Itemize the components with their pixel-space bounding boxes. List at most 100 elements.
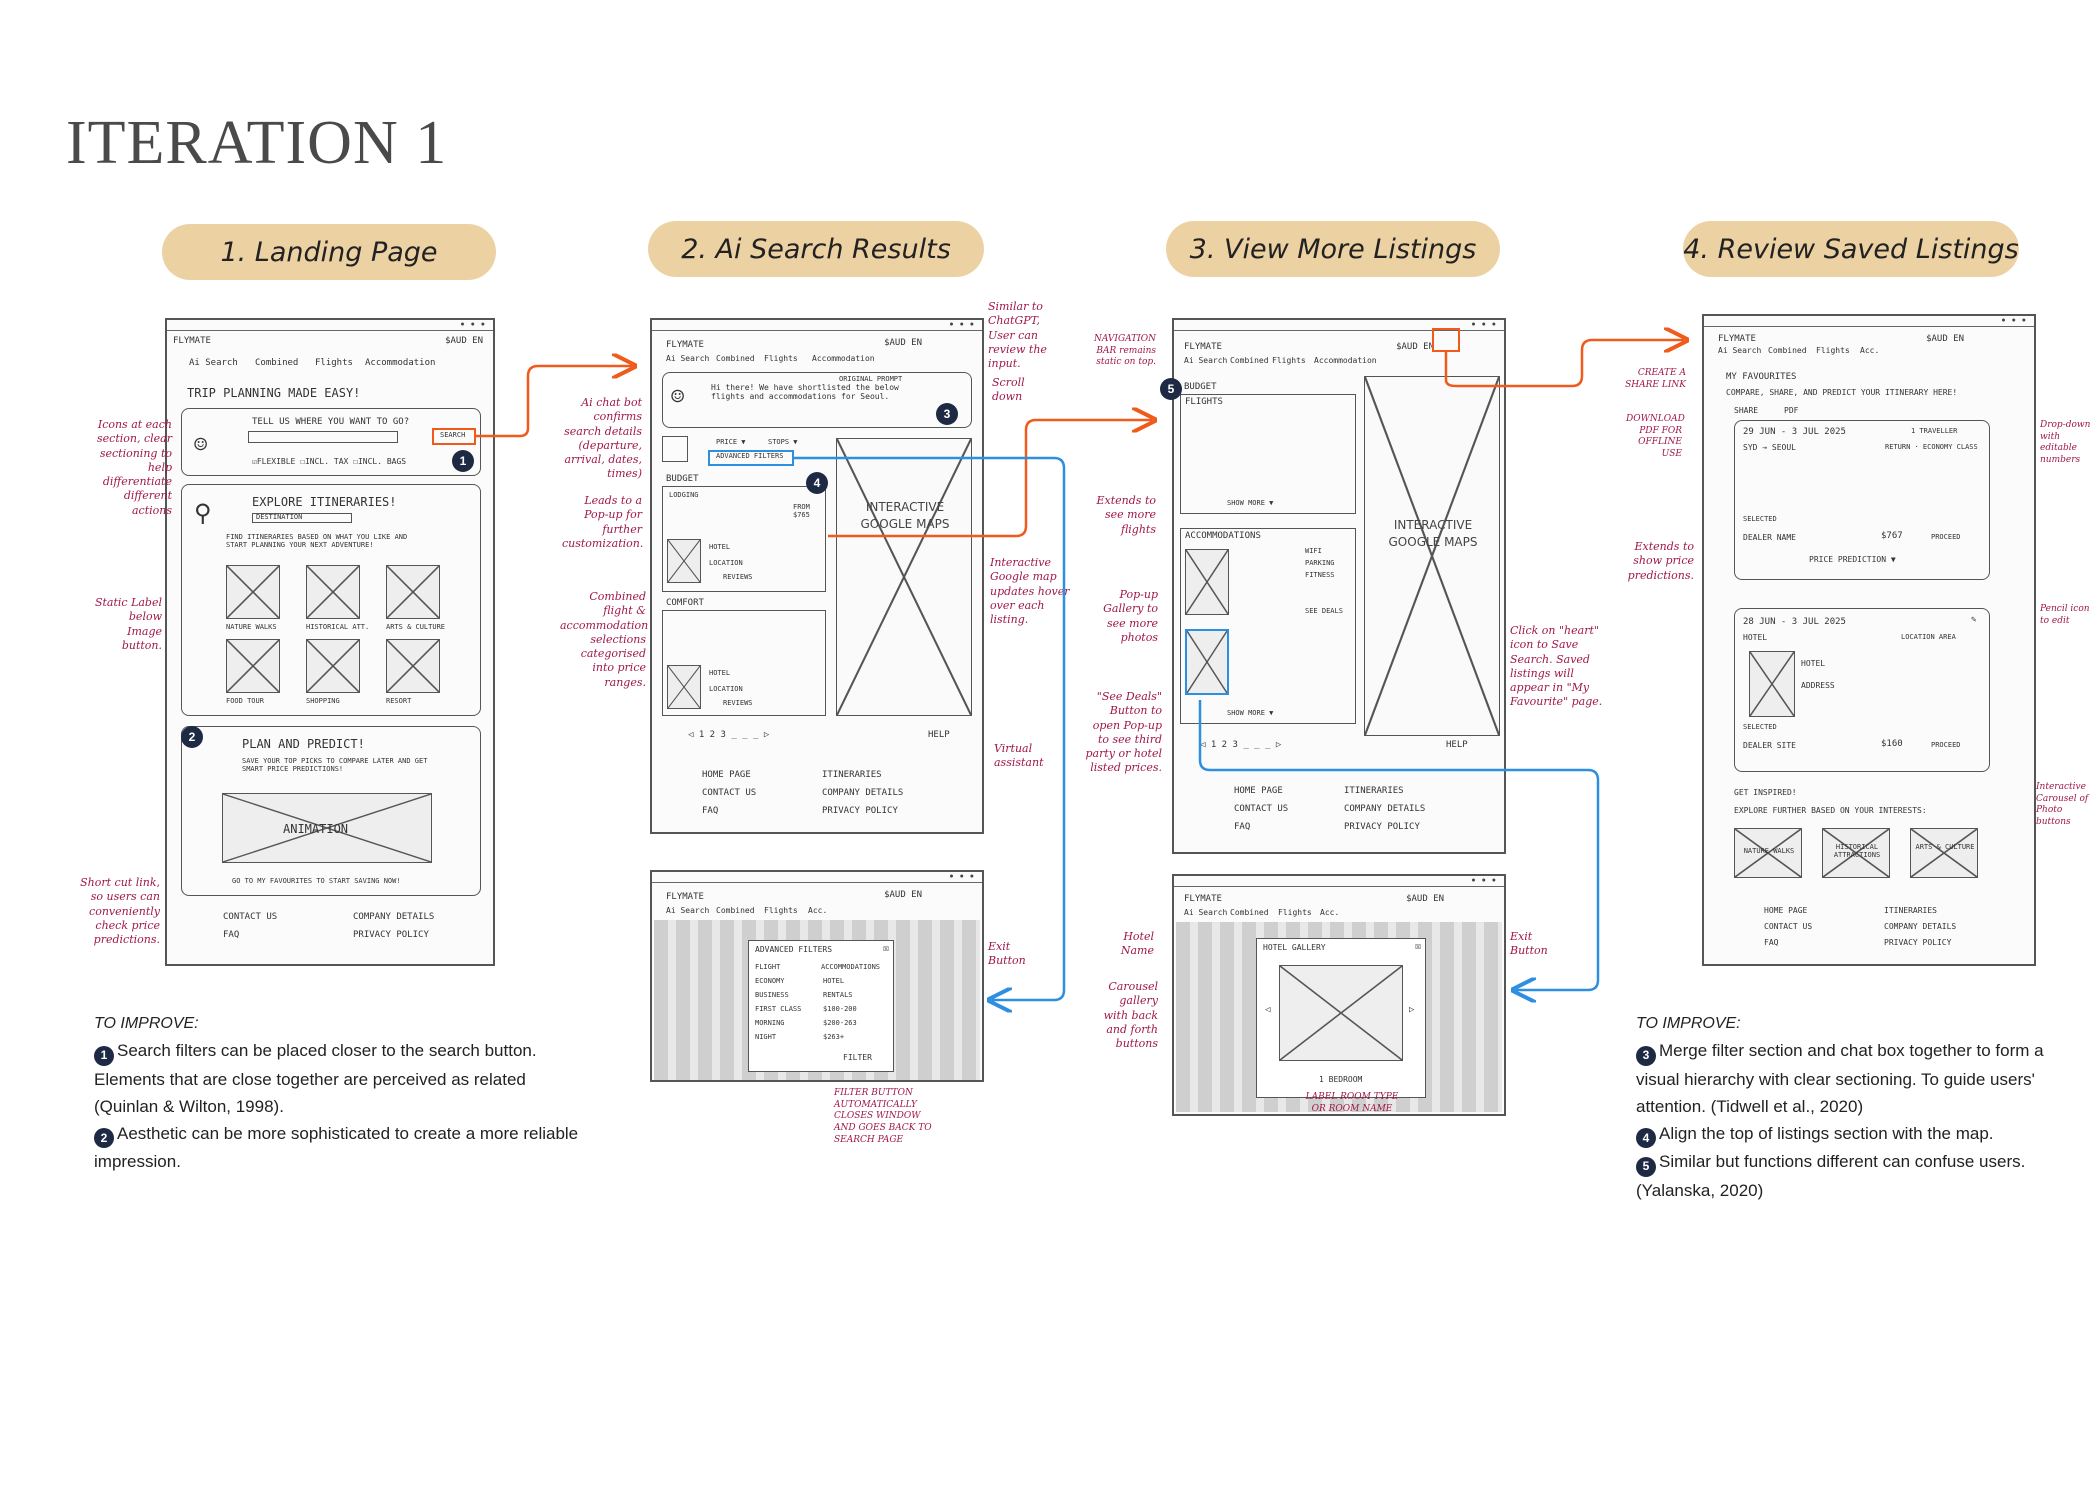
see-deals-button: SEE DEALS	[1305, 607, 1343, 615]
browser-bar: ● ● ●	[1704, 316, 2034, 327]
tile-label: RESORT	[386, 697, 412, 705]
footer-link: COMPANY DETAILS	[822, 788, 904, 798]
flight-route: SYD → SEOUL	[1743, 443, 1796, 452]
close-icon: ☒	[882, 943, 889, 954]
amenity: FITNESS	[1305, 571, 1335, 579]
robot-icon: ☺	[671, 385, 685, 410]
plan-title: PLAN AND PREDICT!	[242, 737, 365, 751]
badge-2: 2	[181, 726, 203, 748]
improve-right-heading: TO IMPROVE:	[1636, 1015, 1741, 1032]
improve-text: Aesthetic can be more sophisticated to c…	[94, 1123, 579, 1172]
improve-badge: 4	[1636, 1128, 1656, 1148]
badge-5: 5	[1160, 378, 1182, 400]
footer-link: CONTACT US	[702, 788, 757, 798]
pdf-button: PDF	[1784, 406, 1799, 415]
saved-flight-card: 29 JUN - 3 JUL 2025 SYD → SEOUL 1 TRAVEL…	[1734, 420, 1990, 580]
nav-ai-search: Ai Search	[189, 358, 238, 368]
modal-title: ADVANCED FILTERS	[755, 945, 833, 954]
footer-link: ITINERARIES	[1344, 786, 1404, 796]
currency-language: $AUD EN	[884, 890, 922, 900]
explore-title: EXPLORE ITINERARIES!	[252, 495, 397, 509]
comfort-listing: HOTEL LOCATION REVIEWS	[662, 610, 826, 716]
nav-combined: Combined	[1768, 346, 1807, 355]
address-label: ADDRESS	[1801, 681, 1835, 690]
tagline: TRIP PLANNING MADE EASY!	[187, 386, 361, 400]
note-more-heart: Click on "heart" icon to Save Search. Sa…	[1510, 624, 1603, 709]
nav-flights: Flights	[1278, 908, 1312, 917]
step-pill-saved-listings: 4. Review Saved Listings	[1683, 221, 2019, 277]
gallery-image	[1279, 965, 1403, 1061]
acc-option: $200-263	[823, 1019, 857, 1027]
reviews-label: REVIEWS	[723, 573, 753, 581]
budget-listing: LODGING FROM $765 HOTEL LOCATION REVIEWS	[662, 486, 826, 592]
logo: FLYMATE	[1184, 342, 1222, 352]
interest-label: HISTORICAL ATTRACTIONS	[1833, 843, 1881, 859]
footer-link: PRIVACY POLICY	[1344, 822, 1420, 832]
note-more-popup: Pop-up Gallery to see more photos	[1103, 588, 1158, 644]
note-filters-exit: Exit Button	[988, 940, 1026, 968]
footer-link: HOME PAGE	[1234, 786, 1283, 796]
proceed-button: PROCEED	[1931, 533, 1961, 541]
logo: FLYMATE	[666, 340, 704, 350]
hotel-image-highlighted	[1185, 629, 1229, 695]
destination-label: DESTINATION	[256, 513, 303, 521]
nav-flights: Flights	[1816, 346, 1850, 355]
interest-tile: ARTS & CULTURE	[1910, 828, 1978, 878]
nav-accommodation: Accommodation	[365, 358, 436, 368]
price-prediction-toggle: PRICE PREDICTION ▼	[1809, 555, 1896, 564]
nav-accommodation: Acc.	[1860, 346, 1880, 355]
hotel-dates: 28 JUN - 3 JUL 2025	[1743, 617, 1846, 627]
acc-head: ACCOMMODATIONS	[821, 963, 881, 971]
saved-hotel-card: 28 JUN - 3 JUL 2025 HOTEL LOCATION AREA …	[1734, 608, 1990, 772]
footer-link: FAQ	[702, 806, 719, 816]
hotel-label: HOTEL	[709, 669, 731, 677]
footer-link: FAQ	[1234, 822, 1251, 832]
logo: FLYMATE	[173, 336, 211, 346]
map-label: INTERACTIVE GOOGLE MAPS	[1388, 518, 1478, 549]
hotel-image	[1749, 651, 1795, 717]
help-button: HELP	[928, 730, 950, 740]
improve-badge: 2	[94, 1128, 114, 1148]
note-saved-extends: Extends to show price predictions.	[1627, 540, 1694, 582]
note-landing-icons: Icons at each section, clear sectioning …	[97, 418, 172, 517]
accommodations-box: ACCOMMODATIONS WIFI PARKING FITNESS SEE …	[1180, 528, 1356, 724]
flight-option: ECONOMY	[755, 977, 785, 985]
browser-bar: ● ● ●	[1174, 876, 1504, 887]
nav-flights: Flights	[764, 354, 798, 363]
logo: FLYMATE	[666, 892, 704, 902]
improve-text: Search filters can be placed closer to t…	[94, 1041, 537, 1116]
note-gallery-label: LABEL ROOM TYPE OR ROOM NAME	[1305, 1092, 1399, 1114]
price: FROM $765	[793, 503, 810, 519]
flight-head: FLIGHT	[755, 963, 781, 971]
note-results-map: Interactive Google map updates hover ove…	[990, 556, 1070, 627]
window-controls-icon: ● ● ●	[460, 321, 487, 328]
location-label: LOCATION	[709, 559, 743, 567]
budget-label: BUDGET	[666, 474, 699, 484]
step-pill-ai-results: 2. Ai Search Results	[648, 221, 984, 277]
gallery-title: HOTEL GALLERY	[1263, 943, 1326, 952]
improve-badge: 3	[1636, 1045, 1656, 1066]
nav-accommodation: Acc.	[808, 906, 828, 915]
accommodations-label: ACCOMMODATIONS	[1185, 531, 1261, 541]
filter-price: PRICE ▼	[716, 438, 746, 446]
logo: FLYMATE	[1184, 894, 1222, 904]
nav-combined: Combined	[1230, 356, 1269, 365]
window-controls-icon: ● ● ●	[949, 873, 976, 880]
explore-card: EXPLORE ITINERARIES! DESTINATION ⚲ FIND …	[181, 484, 481, 716]
note-results-virtual: Virtual assistant	[994, 742, 1044, 770]
footer-link: CONTACT US	[1764, 922, 1813, 931]
wireframe-ai-results: ● ● ● FLYMATE $AUD EN Ai Search Combined…	[650, 318, 984, 834]
budget-label: BUDGET	[1184, 382, 1217, 392]
nav-combined: Combined	[1230, 908, 1269, 917]
browser-bar: ● ● ●	[1174, 320, 1504, 331]
nav-accommodation: Acc.	[1320, 908, 1340, 917]
wireframe-filters-modal: ● ● ● FLYMATE $AUD EN Ai Search Combined…	[650, 870, 984, 1082]
browser-bar: ● ● ●	[652, 320, 982, 331]
currency-language: $AUD EN	[1406, 894, 1444, 904]
flight-option: FIRST CLASS	[755, 1005, 802, 1013]
tile-label: HISTORICAL ATT.	[306, 623, 370, 631]
tile-image	[386, 639, 440, 693]
